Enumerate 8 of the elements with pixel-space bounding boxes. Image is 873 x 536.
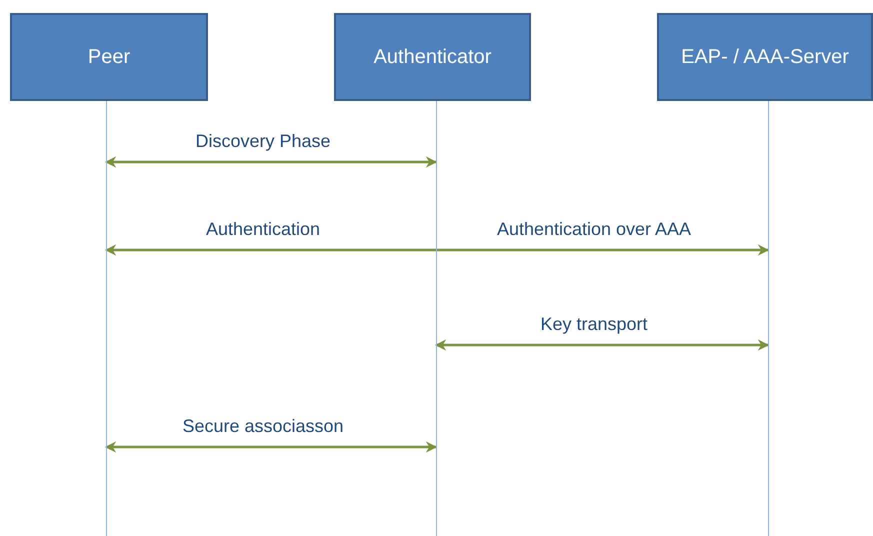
participant-name: Authenticator — [374, 46, 492, 68]
arrow — [434, 339, 770, 351]
arrow — [104, 441, 438, 453]
arrow — [104, 156, 438, 168]
participant-name: EAP- / AAA-Server — [681, 46, 849, 68]
participant-name: Peer — [88, 46, 130, 68]
arrow — [436, 244, 770, 256]
arrow — [104, 244, 436, 256]
